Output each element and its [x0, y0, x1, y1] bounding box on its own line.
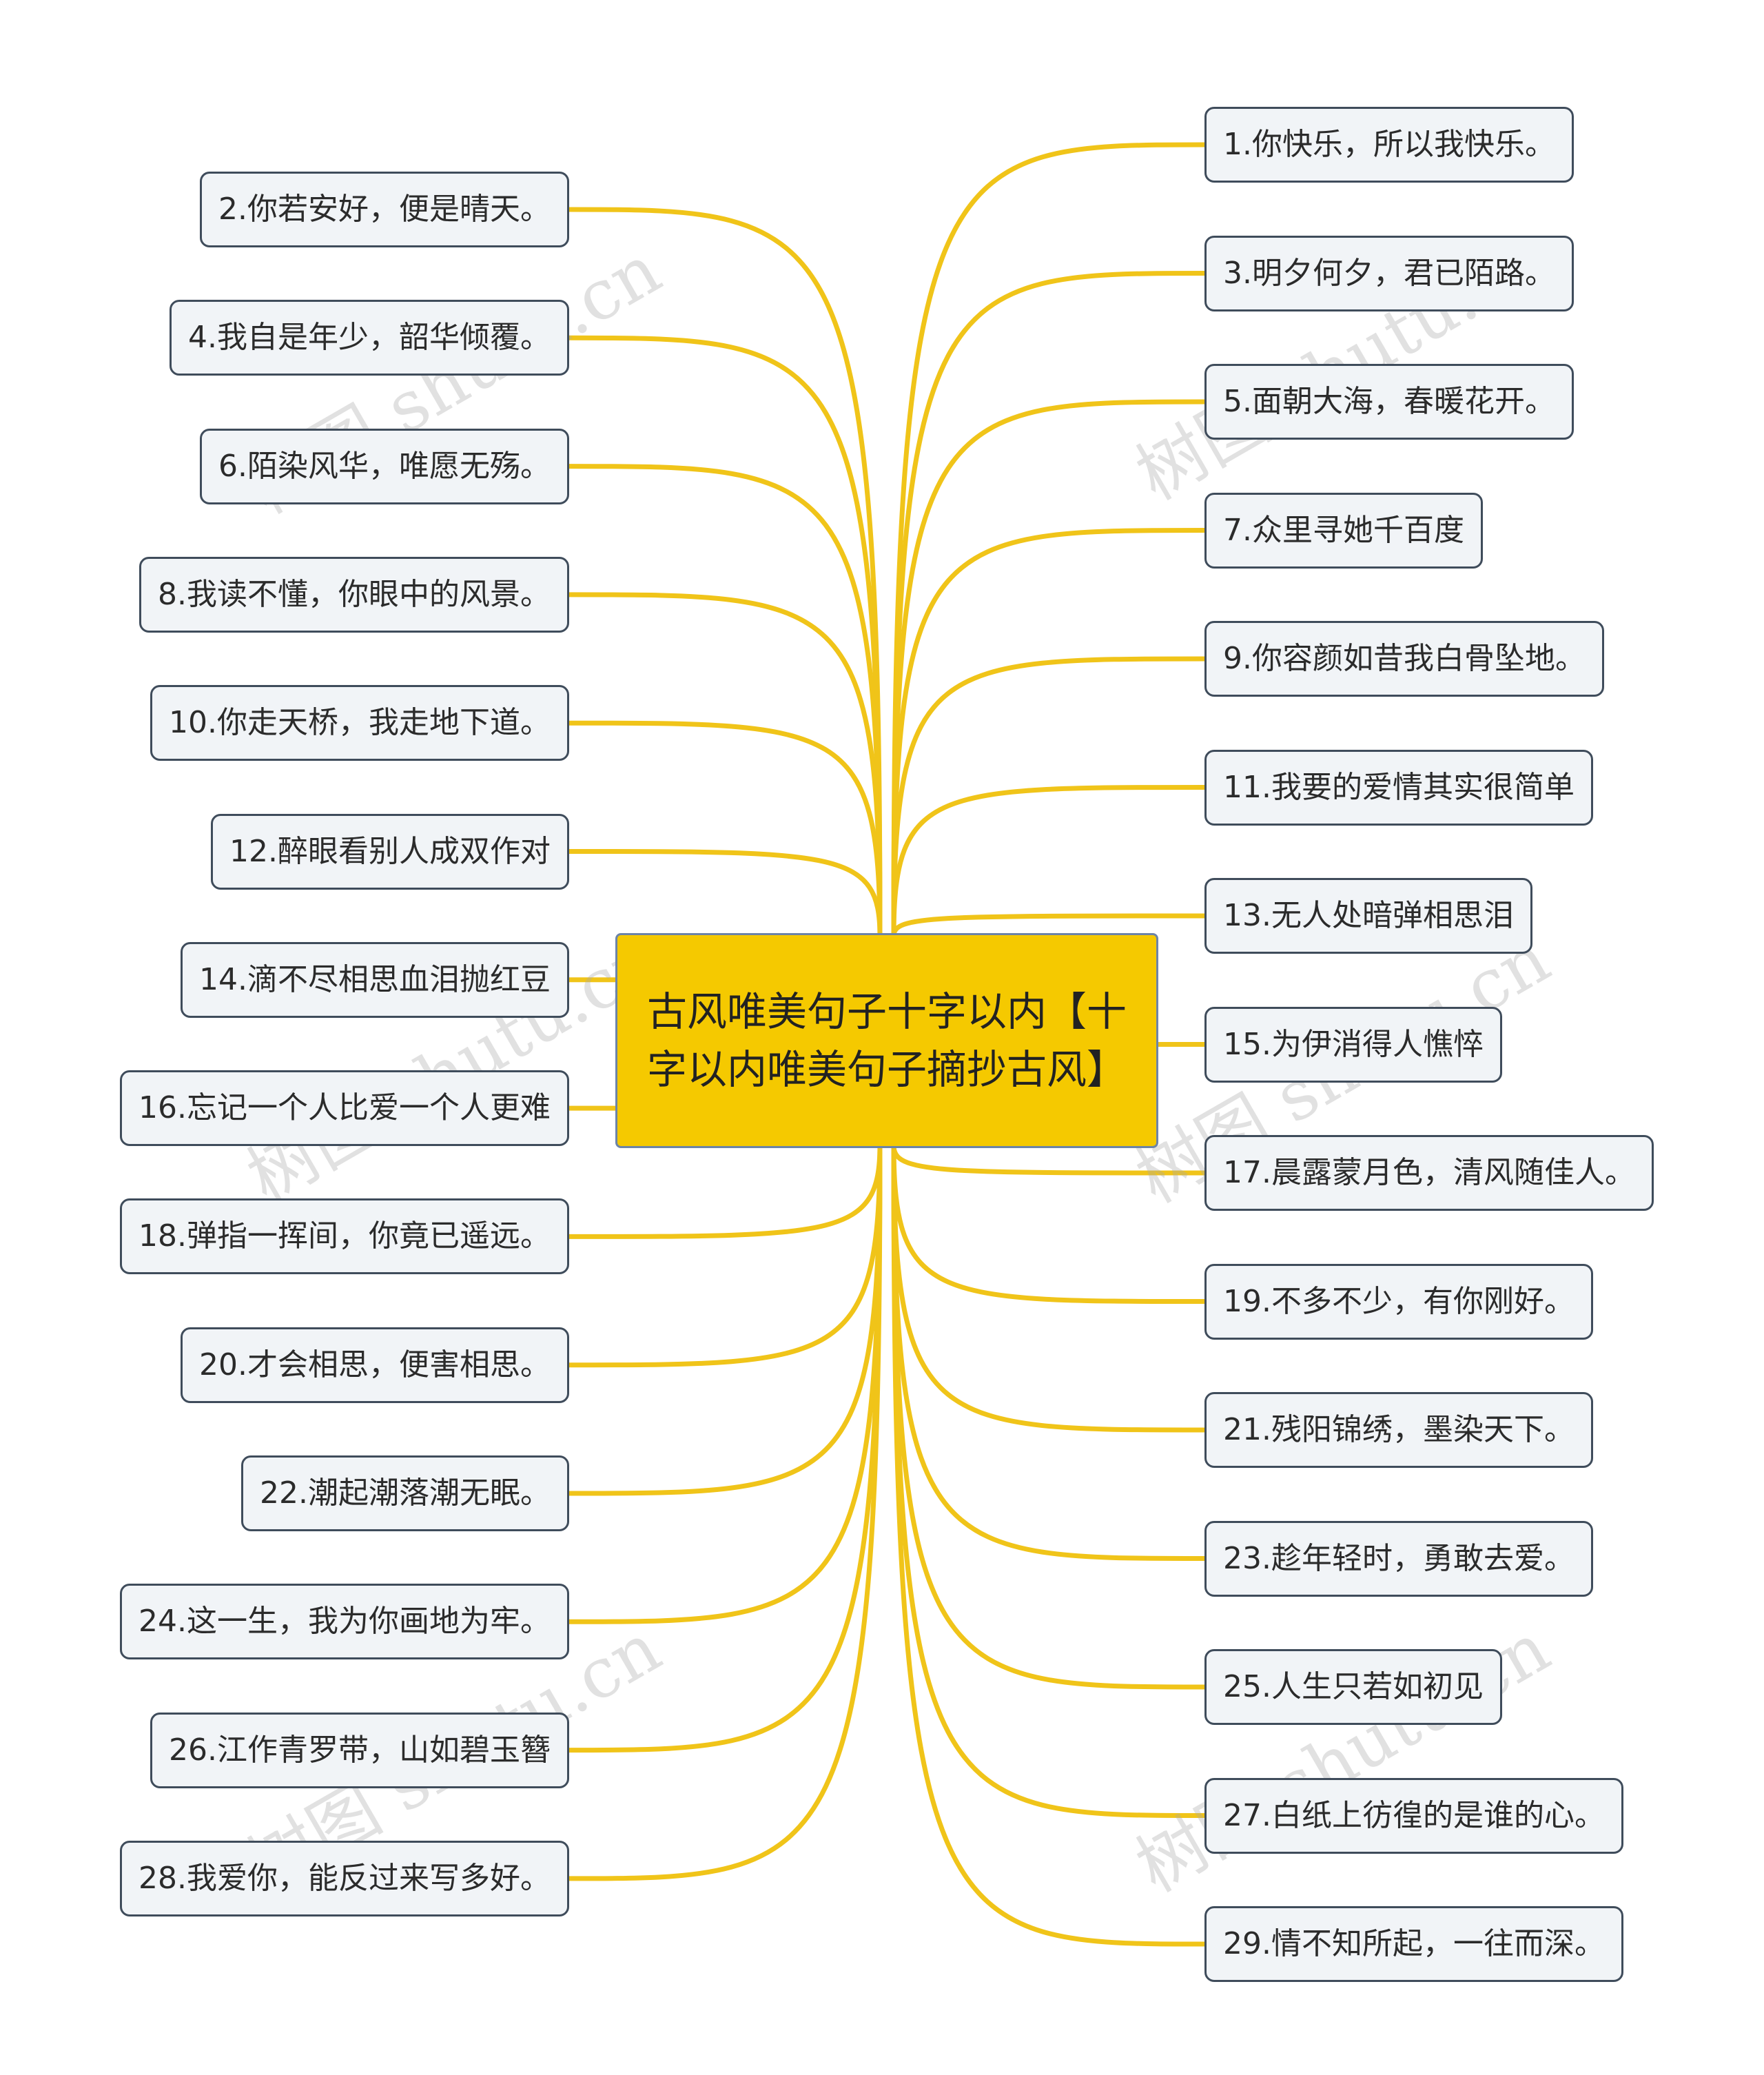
topic-label: 23.趁年轻时，勇敢去爱。: [1223, 1540, 1575, 1576]
topic-label: 14.滴不尽相思血泪抛红豆: [199, 961, 551, 997]
connector-line: [891, 399, 1207, 939]
topic-label: 26.江作青罗带，山如碧玉簪: [169, 1732, 551, 1768]
topic-label: 10.你走天桥，我走地下道。: [169, 705, 551, 741]
connector-line: [891, 1143, 1207, 1561]
connector-line: [891, 785, 1207, 939]
connector-line: [891, 656, 1207, 939]
right-topic-2[interactable]: 3.明夕何夕，君已陌路。: [1204, 235, 1574, 311]
topic-label: 20.才会相思，便害相思。: [199, 1347, 551, 1382]
topic-label: 3.明夕何夕，君已陌路。: [1223, 255, 1555, 291]
connector-line: [891, 1143, 1207, 1947]
connector-line: [891, 1143, 1207, 1176]
connector-line: [891, 528, 1207, 939]
watermark: 树图 shutu.cn: [1123, 1607, 1563, 1908]
left-topic-6[interactable]: 12.醉眼看别人成双作对: [211, 813, 569, 890]
connector-line: [891, 1143, 1207, 1818]
connector-line: [566, 1143, 883, 1368]
right-topic-15[interactable]: 29.情不知所起，一往而深。: [1204, 1906, 1623, 1982]
left-topic-9[interactable]: 18.弹指一挥间，你竟已遥远。: [120, 1198, 569, 1275]
topic-label: 24.这一生，我为你画地为牢。: [139, 1604, 551, 1639]
connector-line: [566, 1143, 883, 1496]
connector-line: [891, 1143, 1207, 1304]
right-topic-3[interactable]: 5.面朝大海，春暖花开。: [1204, 364, 1574, 440]
connector-line: [891, 271, 1207, 939]
topic-label: 4.我自是年少，韶华倾覆。: [188, 320, 551, 356]
left-topic-3[interactable]: 6.陌染风华，唯愿无殇。: [200, 428, 569, 504]
right-topic-4[interactable]: 7.众里寻她千百度: [1204, 492, 1483, 569]
right-topic-9[interactable]: 17.晨露蒙月色，清风随佳人。: [1204, 1135, 1654, 1211]
right-topic-13[interactable]: 25.人生只若如初见: [1204, 1649, 1502, 1725]
left-topic-10[interactable]: 20.才会相思，便害相思。: [181, 1327, 569, 1403]
connector-line: [891, 1143, 1207, 1433]
topic-label: 29.情不知所起，一往而深。: [1223, 1926, 1605, 1961]
topic-label: 9.你容颜如昔我白骨坠地。: [1223, 641, 1586, 676]
topic-label: 16.忘记一个人比爱一个人更难: [139, 1090, 551, 1126]
connector-line: [566, 1143, 883, 1881]
root-topic[interactable]: 古风唯美句子十字以内【十字以内唯美句子摘抄古风】: [615, 933, 1158, 1148]
root-topic-label: 古风唯美句子十字以内【十字以内唯美句子摘抄古风】: [646, 988, 1127, 1093]
left-topic-5[interactable]: 10.你走天桥，我走地下道。: [150, 685, 569, 761]
right-topic-12[interactable]: 23.趁年轻时，勇敢去爱。: [1204, 1520, 1593, 1597]
left-topic-1[interactable]: 2.你若安好，便是晴天。: [200, 172, 569, 247]
right-topic-1[interactable]: 1.你快乐，所以我快乐。: [1204, 107, 1574, 183]
topic-label: 11.我要的爱情其实很简单: [1223, 769, 1575, 805]
connector-line: [566, 1143, 883, 1239]
topic-label: 15.为伊消得人憔悴: [1223, 1026, 1484, 1062]
topic-label: 28.我爱你，能反过来写多好。: [139, 1860, 551, 1896]
left-topic-11[interactable]: 22.潮起潮落潮无眠。: [241, 1455, 569, 1531]
left-topic-13[interactable]: 26.江作青罗带，山如碧玉簪: [150, 1712, 569, 1788]
connector-line: [566, 849, 883, 939]
topic-label: 12.醉眼看别人成双作对: [229, 833, 551, 869]
right-topic-10[interactable]: 19.不多不少，有你刚好。: [1204, 1263, 1593, 1340]
topic-label: 7.众里寻她千百度: [1223, 512, 1464, 548]
left-topic-14[interactable]: 28.我爱你，能反过来写多好。: [120, 1840, 569, 1916]
topic-label: 6.陌染风华，唯愿无殇。: [218, 448, 551, 484]
right-topic-14[interactable]: 27.白纸上彷徨的是谁的心。: [1204, 1777, 1623, 1854]
connector-line: [566, 207, 883, 939]
left-topic-4[interactable]: 8.我读不懂，你眼中的风景。: [139, 556, 569, 633]
connector-line: [566, 1143, 883, 1624]
topic-label: 13.无人处暗弹相思泪: [1223, 898, 1514, 933]
connector-line: [566, 464, 883, 939]
topic-label: 22.潮起潮落潮无眠。: [260, 1475, 551, 1511]
topic-label: 5.面朝大海，春暖花开。: [1223, 384, 1555, 419]
right-topic-5[interactable]: 9.你容颜如昔我白骨坠地。: [1204, 621, 1604, 697]
connector-line: [891, 1143, 1207, 1690]
left-topic-12[interactable]: 24.这一生，我为你画地为牢。: [120, 1584, 569, 1660]
connector-line: [891, 142, 1207, 939]
topic-label: 2.你若安好，便是晴天。: [218, 192, 551, 227]
right-topic-6[interactable]: 11.我要的爱情其实很简单: [1204, 749, 1593, 826]
topic-label: 1.你快乐，所以我快乐。: [1223, 127, 1555, 162]
connector-line: [566, 720, 883, 939]
topic-label: 21.残阳锦绣，墨染天下。: [1223, 1412, 1575, 1447]
topic-label: 19.不多不少，有你刚好。: [1223, 1283, 1575, 1319]
connector-line: [566, 592, 883, 939]
left-topic-7[interactable]: 14.滴不尽相思血泪抛红豆: [181, 941, 569, 1018]
left-topic-2[interactable]: 4.我自是年少，韶华倾覆。: [170, 300, 569, 376]
topic-label: 25.人生只若如初见: [1223, 1669, 1484, 1704]
connector-line: [566, 1143, 883, 1753]
right-topic-7[interactable]: 13.无人处暗弹相思泪: [1204, 878, 1532, 954]
left-topic-8[interactable]: 16.忘记一个人比爱一个人更难: [120, 1070, 569, 1147]
right-topic-11[interactable]: 21.残阳锦绣，墨染天下。: [1204, 1392, 1593, 1468]
topic-label: 18.弹指一挥间，你竟已遥远。: [139, 1218, 551, 1254]
topic-label: 8.我读不懂，你眼中的风景。: [158, 576, 551, 612]
connector-line: [566, 335, 883, 939]
right-topic-8[interactable]: 15.为伊消得人憔悴: [1204, 1006, 1502, 1083]
topic-label: 17.晨露蒙月色，清风随佳人。: [1223, 1155, 1635, 1190]
topic-label: 27.白纸上彷徨的是谁的心。: [1223, 1797, 1605, 1833]
